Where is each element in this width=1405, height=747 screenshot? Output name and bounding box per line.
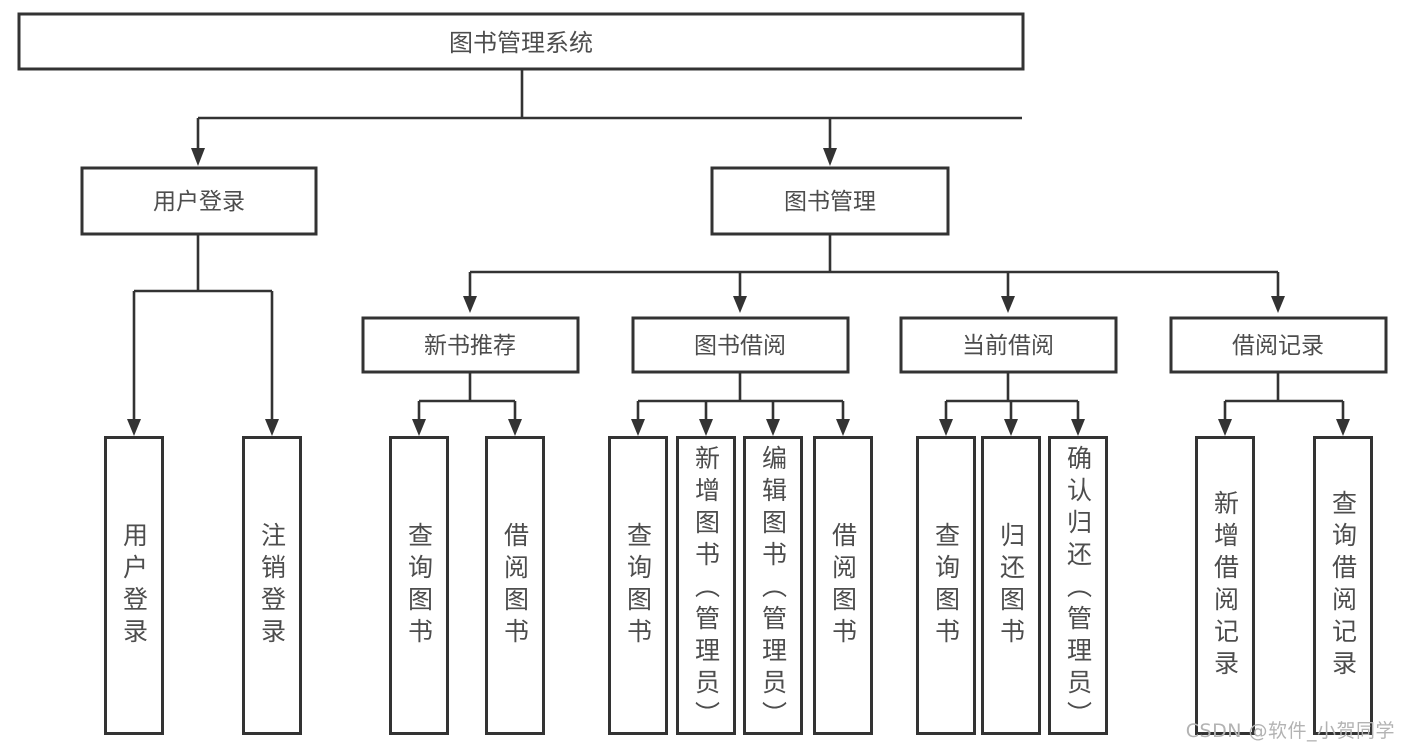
node-borrow-record-label: 借阅记录 (1232, 333, 1324, 359)
node-book-borrow[interactable]: 图书借阅 (631, 316, 850, 374)
node-leaf-query-book-2[interactable]: 查询图书 (608, 436, 668, 735)
node-root[interactable]: 图书管理系统 (17, 12, 1025, 71)
arrow-to-borrow-record (1271, 296, 1285, 313)
node-user-login-label: 用户登录 (153, 189, 245, 215)
arrow-to-leaf-add-record (1218, 419, 1232, 436)
arrow-to-leaf-borrow-book-2 (836, 419, 850, 436)
node-leaf-borrow-book-1-label: 借阅图书 (500, 521, 530, 650)
node-leaf-borrow-book-1[interactable]: 借阅图书 (485, 436, 545, 735)
connector-root-to-level2 (191, 69, 1022, 166)
arrow-to-leaf-query-book-3 (939, 419, 953, 436)
node-book-borrow-label: 图书借阅 (694, 333, 786, 359)
node-leaf-query-book-2-label: 查询图书 (623, 521, 653, 650)
node-new-book-recommend[interactable]: 新书推荐 (361, 316, 580, 374)
node-leaf-query-book-1[interactable]: 查询图书 (389, 436, 449, 735)
arrow-to-book-borrow (733, 296, 747, 313)
node-leaf-query-book-3-label: 查询图书 (931, 521, 961, 650)
node-leaf-logout[interactable]: 注销登录 (242, 436, 302, 735)
node-leaf-logout-label: 注销登录 (257, 521, 287, 650)
arrow-to-user-login (191, 148, 205, 166)
connector-book-borrow-to-leaves (631, 372, 850, 436)
node-borrow-record[interactable]: 借阅记录 (1169, 316, 1388, 374)
arrow-to-leaf-confirm-return (1071, 419, 1085, 436)
node-leaf-add-book[interactable]: 新增图书（管理员） (676, 436, 736, 735)
node-leaf-borrow-book-2-label: 借阅图书 (828, 521, 858, 650)
node-leaf-add-book-label: 新增图书（管理员） (691, 445, 721, 733)
arrow-to-new-book-recommend (463, 296, 477, 313)
node-leaf-query-book-1-label: 查询图书 (404, 521, 434, 650)
connector-new-book-recommend-to-leaves (412, 372, 522, 436)
node-leaf-add-record[interactable]: 新增借阅记录 (1195, 436, 1255, 735)
node-current-borrow-label: 当前借阅 (962, 333, 1054, 359)
node-leaf-confirm-return[interactable]: 确认归还（管理员） (1048, 436, 1108, 735)
node-leaf-return-book[interactable]: 归还图书 (981, 436, 1041, 735)
arrow-to-book-management (823, 148, 837, 166)
arrow-to-leaf-return-book (1004, 419, 1018, 436)
arrow-to-leaf-user-login (127, 419, 141, 436)
arrow-to-leaf-add-book (699, 419, 713, 436)
connector-current-borrow-to-leaves (939, 372, 1085, 436)
node-user-login[interactable]: 用户登录 (80, 166, 318, 236)
node-leaf-return-book-label: 归还图书 (996, 521, 1026, 650)
arrow-to-leaf-edit-book (766, 419, 780, 436)
node-leaf-user-login-label: 用户登录 (119, 521, 149, 650)
node-book-management[interactable]: 图书管理 (710, 166, 950, 236)
node-leaf-query-record[interactable]: 查询借阅记录 (1313, 436, 1373, 735)
node-current-borrow[interactable]: 当前借阅 (899, 316, 1118, 374)
connector-book-management-to-level3 (463, 234, 1285, 313)
arrow-to-leaf-query-book-2 (631, 419, 645, 436)
arrow-to-leaf-logout (265, 419, 279, 436)
arrow-to-leaf-query-record (1336, 419, 1350, 436)
connector-borrow-record-to-leaves (1218, 372, 1350, 436)
node-leaf-edit-book[interactable]: 编辑图书（管理员） (743, 436, 803, 735)
node-new-book-recommend-label: 新书推荐 (424, 333, 516, 359)
node-book-management-label: 图书管理 (784, 189, 876, 215)
arrow-to-current-borrow (1001, 296, 1015, 313)
node-leaf-add-record-label: 新增借阅记录 (1210, 489, 1240, 682)
arrow-to-leaf-query-book-1 (412, 419, 426, 436)
node-leaf-confirm-return-label: 确认归还（管理员） (1063, 445, 1093, 733)
node-leaf-edit-book-label: 编辑图书（管理员） (758, 445, 788, 733)
arrow-to-leaf-borrow-book-1 (508, 419, 522, 436)
node-leaf-borrow-book-2[interactable]: 借阅图书 (813, 436, 873, 735)
connector-user-login-to-leaves (127, 234, 279, 436)
node-leaf-query-book-3[interactable]: 查询图书 (916, 436, 976, 735)
node-leaf-user-login[interactable]: 用户登录 (104, 436, 164, 735)
node-leaf-query-record-label: 查询借阅记录 (1328, 489, 1358, 682)
node-root-label: 图书管理系统 (449, 29, 593, 57)
